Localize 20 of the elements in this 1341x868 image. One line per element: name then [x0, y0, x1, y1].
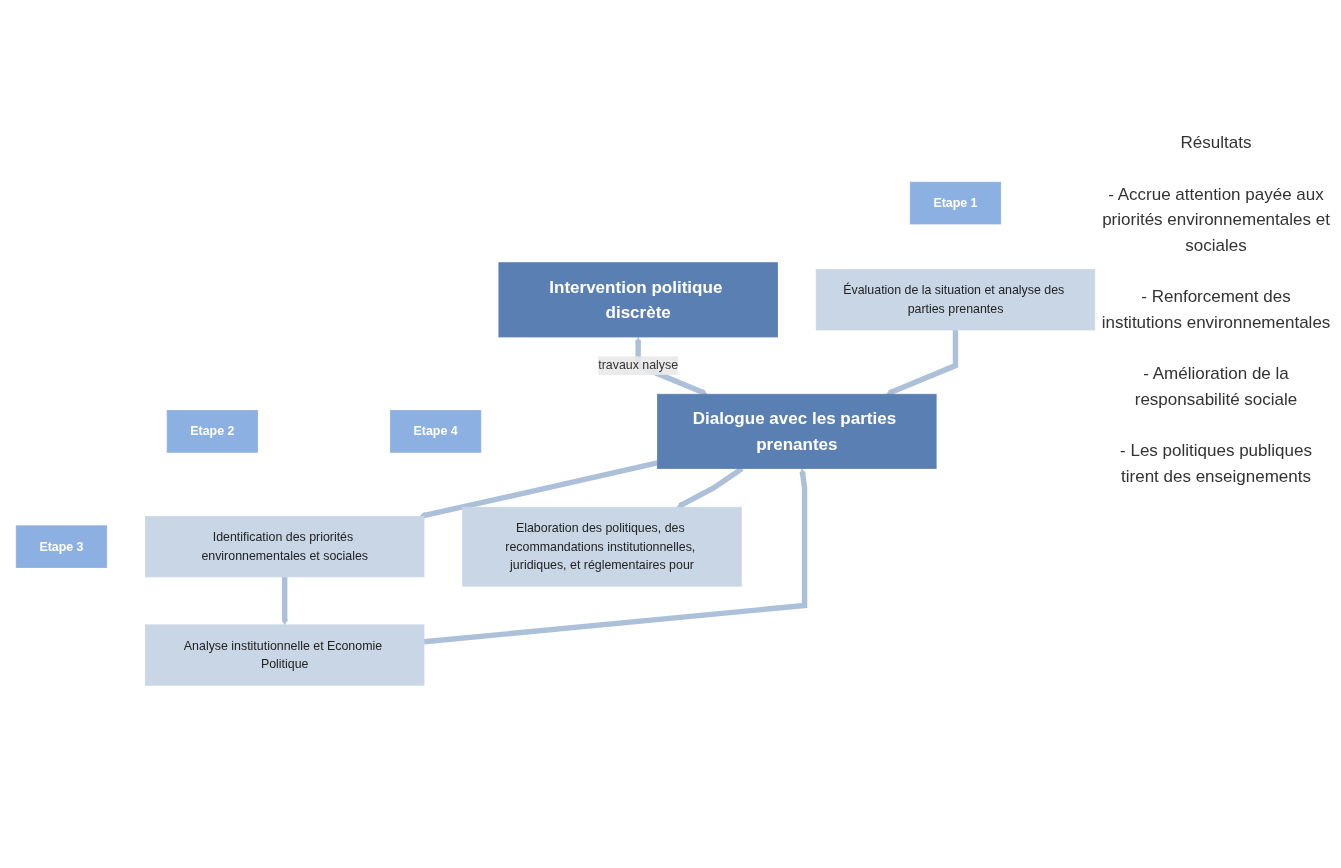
- result-item: - Renforcement des institutions environnementales: [1101, 286, 1331, 334]
- node-box: Identification des priorités environnementales et sociales: [145, 516, 425, 578]
- result-item: - Amélioration de la responsabilité sociale: [1133, 363, 1299, 411]
- node-box: Etape 3: [15, 525, 108, 569]
- arrow: [886, 330, 959, 396]
- results-heading: Résultats: [1180, 132, 1252, 154]
- edge-label: travaux nalyse: [598, 358, 679, 373]
- node-box: Évaluation de la situation et analyse des parties prenantes: [815, 269, 1096, 331]
- node-box: Intervention politique discrète: [498, 262, 778, 338]
- result-item: - Les politiques publiques tirent des enseignements: [1119, 440, 1313, 488]
- arrow: [281, 577, 289, 626]
- node-box: Etape 1: [909, 182, 1002, 225]
- result-item: - Accrue attention payée aux priorités environnementales et sociales: [1101, 183, 1331, 257]
- arrow: [423, 468, 808, 645]
- node-box: Etape 2: [166, 410, 258, 453]
- node-box: Dialogue avec les parties prenantes: [657, 394, 937, 470]
- node-box: Etape 4: [390, 410, 482, 453]
- arrow: [419, 460, 659, 519]
- node-box: Analyse institutionnelle et Economie Politique: [145, 624, 425, 686]
- node-box: Elaboration des politiques, des recommandations institutionnelles, juridiques, et réglementaires pour: [462, 507, 742, 587]
